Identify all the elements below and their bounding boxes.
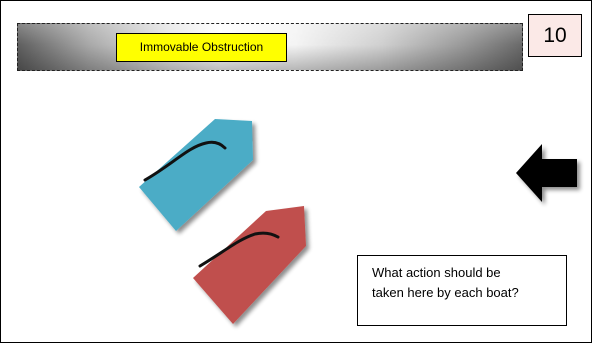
wind-arrow-icon — [516, 144, 577, 202]
title-bar: Immovable Obstruction — [17, 23, 523, 71]
question-box: What action should be taken here by each… — [357, 255, 567, 326]
blue-boat-hull — [139, 119, 253, 231]
blue-boat-sail — [143, 140, 227, 182]
slide-title: Immovable Obstruction — [116, 33, 287, 62]
slide-number: 10 — [528, 14, 582, 57]
red-boat-hull — [193, 206, 306, 324]
red-boat — [193, 206, 306, 324]
blue-boat — [139, 119, 253, 231]
red-boat-sail — [198, 231, 280, 268]
